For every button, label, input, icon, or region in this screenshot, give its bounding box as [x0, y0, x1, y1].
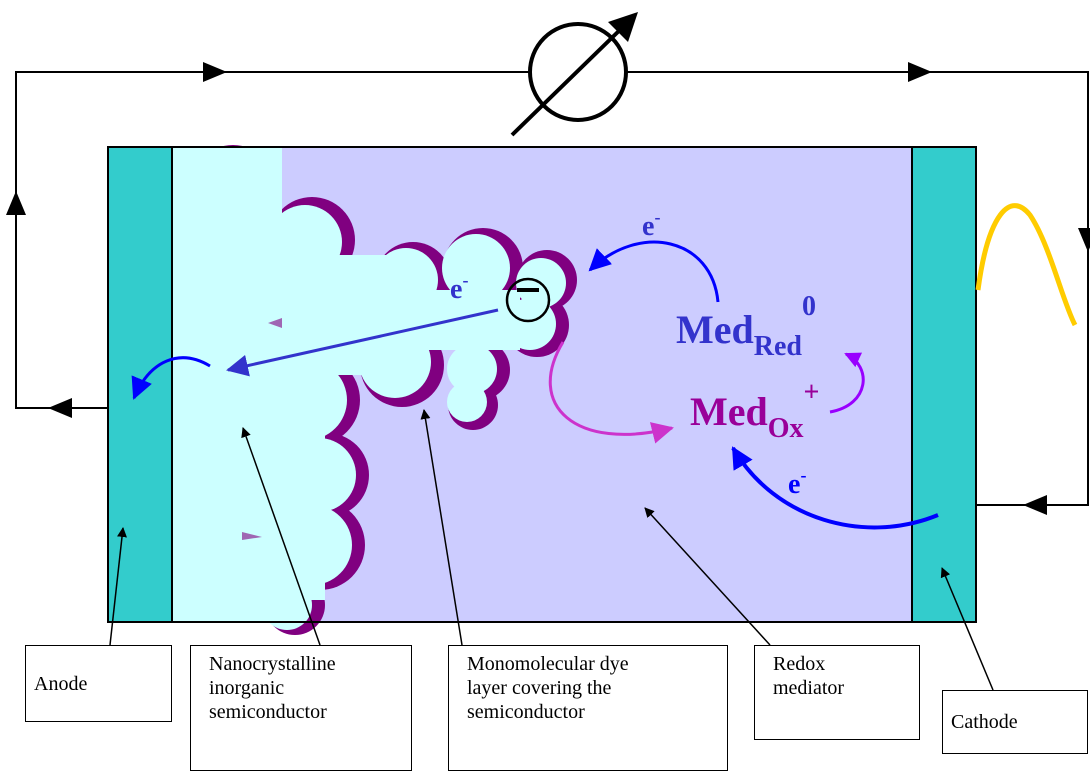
dye-layer-label-line-2: layer covering the — [467, 677, 612, 699]
electron-label-regeneration: e- — [642, 207, 660, 242]
dye-layer-label-line-3: semiconductor — [467, 701, 585, 723]
nanocrystalline-label-box: Nanocrystalline inorganic semiconductor — [190, 645, 412, 771]
dye-layer-label-line-1: Monomolecular dye — [467, 653, 629, 675]
cathode-electrode — [911, 146, 977, 623]
cell-outline — [107, 146, 977, 623]
med-ox-label: MedOx+ — [690, 377, 820, 444]
electron-label-injection: e- — [450, 270, 468, 305]
electron-to-anode-arrow — [131, 356, 211, 400]
anode-label: Anode — [34, 672, 88, 695]
electron-injection-arrow — [226, 308, 499, 377]
cathode-label: Cathode — [951, 711, 1018, 733]
oxidation-arrow — [548, 341, 674, 444]
redox-label-line-2: mediator — [773, 677, 845, 699]
nanocrystalline-label-line-2: inorganic — [209, 677, 285, 699]
cathode-label-box: Cathode — [942, 690, 1088, 754]
redox-label-box: Redox mediator — [754, 645, 920, 740]
label-pointers — [109, 409, 994, 691]
anode-label-box: Anode — [25, 645, 172, 722]
dye-layer-label-box: Monomolecular dye layer covering the sem… — [448, 645, 728, 771]
semiconductor-with-dye — [172, 145, 577, 635]
nanocrystalline-label-line-1: Nanocrystalline — [209, 653, 336, 675]
electron-charge-icon — [505, 277, 551, 323]
electron-regeneration-arrow — [588, 240, 720, 303]
meter-icon — [510, 12, 638, 137]
electron-from-cathode-arrow — [731, 446, 939, 530]
nanocrystalline-label-line-3: semiconductor — [209, 701, 327, 723]
mediator-cycle-arrow — [829, 352, 865, 414]
med-red-label: MedRed0 — [676, 291, 816, 362]
redox-label-line-1: Redox — [773, 653, 826, 675]
light-wave-icon — [975, 203, 1078, 327]
external-circuit — [5, 62, 1090, 515]
electron-label-cathode: e- — [788, 465, 806, 500]
